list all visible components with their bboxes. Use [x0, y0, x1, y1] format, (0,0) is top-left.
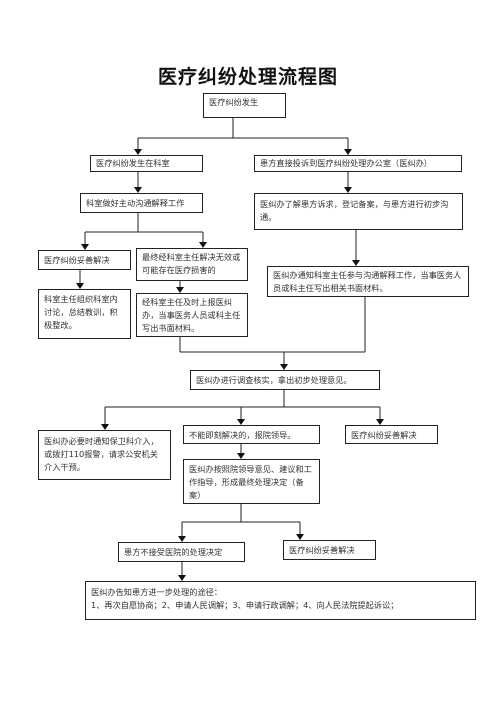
arrowhead — [376, 419, 384, 425]
arrowhead — [296, 534, 304, 540]
node-escalate: 不能即刻解决的，报院领导。 — [183, 425, 320, 444]
node-office-register: 医纠办了解患方诉求，登记备案，与患方进行初步沟通。 — [254, 193, 463, 230]
node-unresolved-dept: 最终经科室主任解决无效或可能存在医疗损害的 — [136, 248, 248, 281]
node-inform: 医纠办告知患方进一步处理的途径： 1、再次自愿协商；2、申请人民调解；3、申请行… — [85, 581, 476, 620]
arrowhead — [344, 149, 352, 155]
arrowhead — [237, 453, 245, 459]
node-start: 医疗纠纷发生 — [203, 93, 286, 118]
arrowhead — [344, 187, 352, 193]
node-resolved-final: 医疗纠纷妥善解决 — [283, 540, 376, 560]
arrowhead — [178, 575, 186, 581]
inform-title: 医纠办告知患方进一步处理的途径： — [91, 587, 223, 597]
node-office-notify: 医纠办通知科室主任参与沟通解释工作，当事医务人员或科主任写出相关书面材料。 — [267, 266, 469, 297]
node-resolved-dept: 医疗纠纷妥善解决 — [38, 250, 131, 270]
node-resolved-mid: 医疗纠纷妥善解决 — [345, 425, 438, 444]
node-dept-communicate: 科室做好主动沟通解释工作 — [80, 193, 203, 213]
node-discussion: 科室主任组织科室内讨论，总结教训，积极整改。 — [38, 289, 131, 339]
node-report: 经科室主任及时上报医纠办，当事医务人员或科主任写出书面材料。 — [136, 293, 248, 337]
node-dept: 医疗纠纷发生在科室 — [90, 155, 203, 172]
page-title: 医疗纠纷处理流程图 — [157, 66, 338, 88]
arrowhead — [134, 149, 142, 155]
arrowhead — [237, 419, 245, 425]
arrowhead — [178, 536, 186, 542]
node-investigate: 医纠办进行调查核实，拿出初步处理意见。 — [190, 370, 380, 390]
node-not-accept: 患方不接受医院的处理决定 — [118, 542, 245, 562]
arrowhead — [176, 287, 184, 293]
inform-options: 1、再次自愿协商；2、申请人民调解；3、申请行政调解；4、向人民法院提起诉讼； — [91, 600, 399, 610]
arrowhead — [352, 260, 360, 266]
arrowhead — [134, 187, 142, 193]
node-complaint: 患方直接投诉到医疗纠纷处理办公室（医纠办） — [254, 155, 462, 172]
arrowhead — [76, 283, 84, 289]
arrowhead — [199, 242, 207, 248]
arrowhead — [81, 244, 89, 250]
node-decision: 医纠办按照院领导意见、建议和工作指导，形成最终处理决定（备案） — [183, 459, 320, 504]
arrowhead — [101, 424, 109, 430]
node-security: 医纠办必要时通知保卫科介入，或拨打110报警，请求公安机关介入干预。 — [38, 430, 171, 480]
arrowhead — [280, 364, 288, 370]
